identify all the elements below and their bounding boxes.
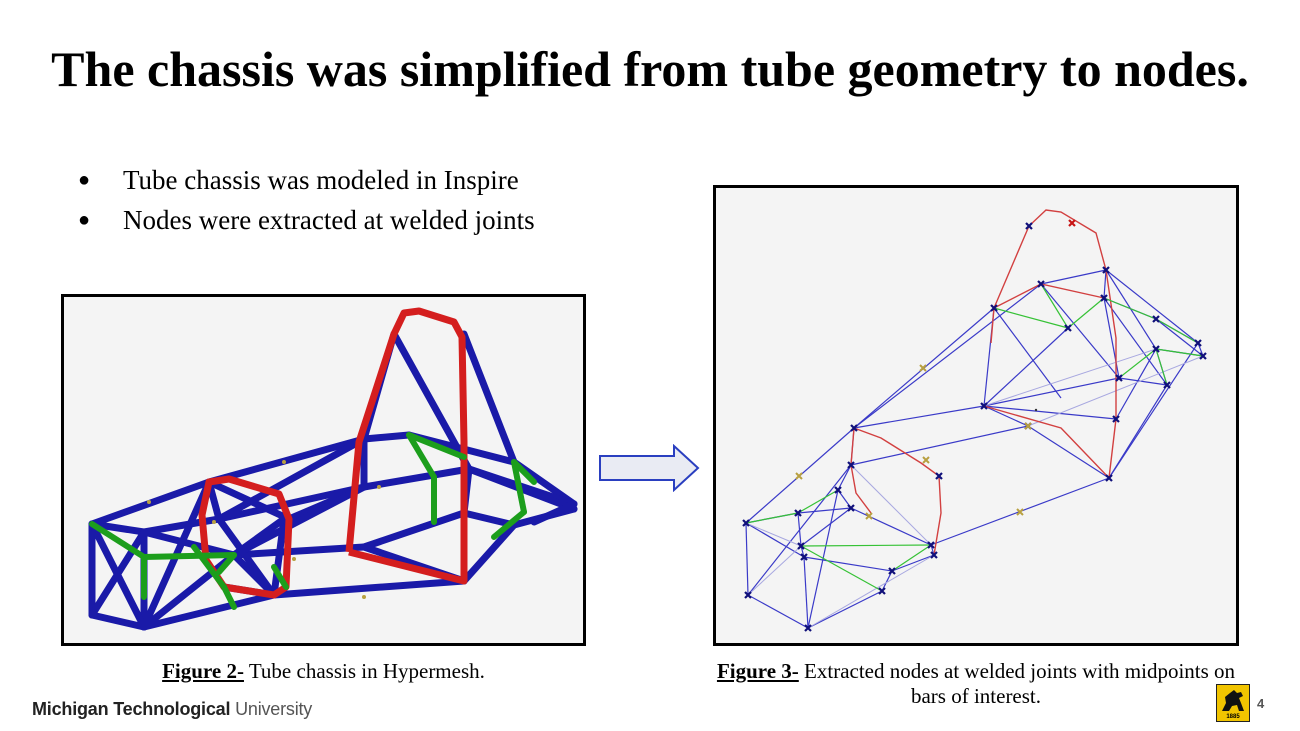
figure-extracted-nodes bbox=[713, 185, 1239, 646]
page-number: 4 bbox=[1257, 696, 1265, 711]
figure-2-text: Tube chassis in Hypermesh. bbox=[243, 659, 485, 683]
figure-2-label: Figure 2- bbox=[162, 659, 244, 683]
bullet-dot: ● bbox=[78, 208, 91, 231]
figure-3-text: Extracted nodes at welded joints with mi… bbox=[798, 659, 1236, 708]
figure-3-caption: Figure 3- Extracted nodes at welded join… bbox=[713, 659, 1239, 709]
bullet-list: ● Tube chassis was modeled in Inspire ● No… bbox=[78, 160, 535, 240]
bullet-item: ● Nodes were extracted at welded joints bbox=[78, 200, 535, 240]
right-arrow-icon bbox=[598, 443, 700, 497]
wordmark-bold: Michigan Technological bbox=[32, 699, 231, 719]
figure-tube-chassis bbox=[61, 294, 586, 646]
wordmark-regular: University bbox=[230, 699, 313, 719]
figure-2-caption: Figure 2- Tube chassis in Hypermesh. bbox=[61, 659, 586, 684]
bullet-dot: ● bbox=[78, 168, 91, 191]
logo-year: 1885 bbox=[1226, 714, 1240, 720]
husky-logo-icon: 1885 bbox=[1216, 684, 1250, 722]
figure-3-label: Figure 3- bbox=[716, 659, 799, 683]
bullet-item: ● Tube chassis was modeled in Inspire bbox=[78, 160, 535, 200]
slide-title: The chassis was simplified from tube geo… bbox=[51, 41, 1249, 97]
bullet-text: Tube chassis was modeled in Inspire bbox=[123, 164, 519, 195]
bullet-text: Nodes were extracted at welded joints bbox=[123, 204, 535, 235]
university-wordmark: Michigan Technological University bbox=[32, 699, 312, 720]
